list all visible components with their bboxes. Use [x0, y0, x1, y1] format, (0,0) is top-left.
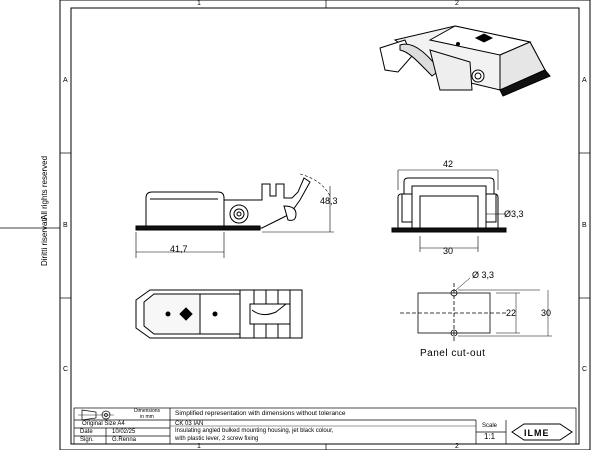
- product-code: CK 03 IAN: [175, 421, 204, 427]
- zone-right-a: A: [582, 77, 587, 84]
- rights-it: Diritti riservati: [40, 217, 49, 266]
- dim-front-bottom: 30: [443, 246, 454, 256]
- sign-value: G.Renna: [112, 437, 137, 443]
- rights-en: All rights reserved: [40, 155, 49, 220]
- zone-bottom-2: 2: [455, 443, 459, 450]
- zone-right-b: B: [582, 222, 587, 229]
- front-view: [391, 177, 507, 233]
- projection-symbol-icon: [78, 409, 114, 421]
- zone-left-b: B: [63, 222, 68, 229]
- panel-cutout: [400, 277, 552, 343]
- isometric-view: [379, 25, 551, 97]
- zone-right-c: C: [582, 366, 588, 373]
- dim-front-hole: Ø3,3: [504, 209, 524, 219]
- dim-cut-outer: 30: [541, 308, 552, 318]
- side-view: [135, 177, 311, 231]
- zone-top-1: 1: [197, 0, 201, 7]
- sign-label: Sign.: [80, 437, 94, 443]
- zone-left-a: A: [63, 77, 68, 84]
- date-label: Date: [80, 429, 93, 435]
- title-block: [73, 407, 577, 445]
- desc-line-2: with plastic lever, 2 screw fixing: [175, 436, 259, 442]
- dim-front-width: 42: [443, 159, 454, 169]
- ilme-logo-text: ILME: [524, 428, 550, 438]
- top-view: [135, 289, 303, 339]
- panel-cutout-label: Panel cut-out: [420, 348, 486, 359]
- desc-line-1: Insulating angled bulked mounting housin…: [175, 428, 334, 434]
- desc-header: Simplified representation with dimension…: [175, 410, 346, 417]
- scale-value: 1:1: [484, 432, 496, 441]
- orig-size-label: Original Size A4: [82, 421, 125, 427]
- zone-bottom-1: 1: [197, 443, 201, 450]
- ilme-logo-icon: [511, 423, 573, 441]
- dim-cut-hole: Ø 3,3: [472, 270, 495, 280]
- scale-label: Scale: [482, 423, 498, 429]
- dim-cut-inner: 22: [506, 308, 517, 318]
- dimensions-note: Dimensions in mm: [133, 408, 161, 420]
- dim-side-height: 48,3: [320, 196, 338, 206]
- zone-top-2: 2: [455, 0, 459, 7]
- zone-left-c: C: [63, 366, 69, 373]
- date-value: 10/02/25: [112, 429, 136, 435]
- dim-side-width: 41,7: [170, 244, 188, 254]
